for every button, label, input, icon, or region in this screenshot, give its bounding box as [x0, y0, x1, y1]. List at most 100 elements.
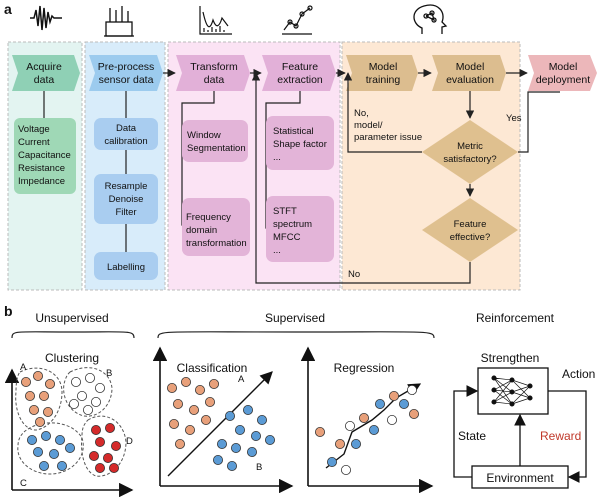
dots-cluster-point	[103, 452, 114, 463]
dots-reg-point	[350, 438, 361, 449]
rl-action-label: Action	[562, 367, 595, 381]
dots-reg-point	[344, 420, 355, 431]
clustering-axes	[4, 368, 134, 497]
dots-cluster-point	[39, 460, 50, 471]
dots-class-point	[172, 398, 183, 409]
dots-cluster-point	[33, 446, 44, 457]
class-label-a: A	[238, 374, 245, 385]
rl-environment-label: Environment	[486, 471, 554, 485]
group-title-unsupervised: Unsupervised	[35, 311, 108, 325]
dots-class-point	[246, 446, 257, 457]
dots-cluster-point	[95, 462, 106, 473]
dots-reg-point	[374, 398, 385, 409]
edge-label-no-model: No, model/ parameter issue	[354, 108, 422, 143]
cluster-label-d: D	[126, 436, 133, 447]
cluster-label-a: A	[20, 362, 27, 373]
dots-cluster-point	[35, 416, 46, 427]
cleaning-tools-icon	[104, 6, 134, 37]
dots-cluster-point	[85, 372, 96, 383]
acquire-detail-text: Voltage Current Capacitance Resistance I…	[18, 124, 73, 187]
dots-class-point	[264, 434, 275, 445]
dots-class-point	[208, 378, 219, 389]
dots-cluster-point	[26, 434, 37, 445]
dots-class-point	[216, 438, 227, 449]
dots-class-point	[234, 424, 245, 435]
dots-class-point	[242, 404, 253, 415]
panel-b-label: b	[4, 303, 13, 319]
dots-class-point	[180, 376, 191, 387]
dots-class-point	[184, 424, 195, 435]
dots-class-point	[250, 430, 261, 441]
cluster-label-b: B	[106, 368, 112, 379]
dots-reg-point	[358, 412, 369, 423]
clustering-title: Clustering	[45, 351, 99, 365]
dots-cluster-point	[41, 430, 52, 441]
dots-cluster-point	[71, 376, 82, 387]
panel-a-label: a	[4, 1, 12, 17]
regression-points	[314, 384, 419, 475]
dots-reg-point	[408, 408, 419, 419]
rl-agent-label: Strengthen	[481, 351, 540, 365]
rl-loop-arrows	[453, 385, 587, 483]
classification-axes	[152, 346, 294, 494]
dots-class-point	[168, 418, 179, 429]
dots-cluster-point	[95, 382, 106, 393]
preprocess-detail-labelling: Labelling	[94, 252, 158, 280]
acquire-detail-box: Voltage Current Capacitance Resistance I…	[14, 118, 76, 194]
dots-class-point	[166, 382, 177, 393]
dots-cluster-point	[43, 406, 54, 417]
dots-class-point	[174, 438, 185, 449]
neural-network-icon	[491, 375, 533, 407]
dots-reg-point	[334, 438, 345, 449]
dots-class-point	[224, 410, 235, 421]
dots-reg-point	[340, 464, 351, 475]
dots-reg-point	[388, 390, 399, 401]
dots-reg-point	[406, 384, 417, 395]
dots-cluster-point	[33, 370, 44, 381]
dots-cluster-point	[111, 440, 122, 451]
dots-class-point	[256, 414, 267, 425]
waveform-icon	[30, 5, 62, 31]
dots-cluster-point	[91, 424, 102, 435]
cluster-outlines	[15, 367, 127, 477]
dots-cluster-point	[91, 396, 102, 407]
rl-state-label: State	[458, 429, 486, 443]
regression-axes	[300, 346, 434, 494]
trend-chart-icon	[282, 5, 313, 35]
regression-title: Regression	[334, 361, 395, 375]
dots-class-point	[204, 396, 215, 407]
dots-class-point	[194, 384, 205, 395]
dots-class-point	[188, 404, 199, 415]
group-title-supervised: Supervised	[265, 311, 325, 325]
dots-cluster-point	[89, 450, 100, 461]
classification-boundary	[167, 371, 273, 477]
edge-label-no-feature: No	[348, 269, 360, 280]
dots-reg-point	[386, 414, 397, 425]
dots-cluster-point	[39, 390, 50, 401]
classification-points	[166, 376, 275, 471]
dots-cluster-point	[20, 376, 31, 387]
dots-cluster-point	[55, 434, 66, 445]
dots-cluster-point	[28, 404, 39, 415]
svg-text:Labelling: Labelling	[107, 262, 145, 273]
dots-cluster-point	[95, 436, 106, 447]
